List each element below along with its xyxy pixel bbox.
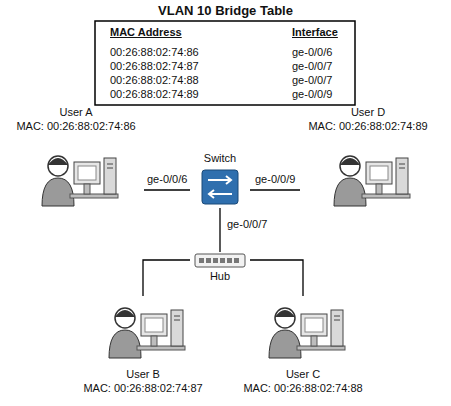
user-node: User CMAC: 00:26:88:02:74:88 — [235, 296, 371, 398]
network-link — [250, 260, 303, 296]
mac-address: MAC: 00:26:88:02:74:86 — [8, 120, 144, 133]
mac-address: MAC: 00:26:88:02:74:89 — [300, 120, 436, 133]
port-label: ge-0/0/6 — [146, 173, 188, 186]
node-name: User C — [235, 368, 371, 381]
table-cell: 00:26:88:02:74:86 — [110, 46, 199, 59]
mac-address: MAC: 00:26:88:02:74:88 — [235, 382, 371, 395]
hub-node: Hub — [190, 252, 250, 286]
switch-symbol — [202, 170, 238, 204]
user-workstation — [334, 156, 410, 206]
network-link — [143, 260, 190, 296]
node-name: Switch — [190, 152, 250, 165]
table-cell: ge-0/0/7 — [292, 60, 332, 73]
table-frame — [95, 21, 355, 105]
node-name: User D — [300, 106, 436, 119]
node-name: User B — [75, 368, 211, 381]
user-workstation — [269, 308, 345, 358]
table-cell: ge-0/0/7 — [292, 74, 332, 87]
table-cell: 00:26:88:02:74:89 — [110, 88, 199, 101]
switch-node: Switch — [190, 150, 250, 208]
table-header: MAC Address — [110, 26, 182, 39]
node-name: User A — [8, 106, 144, 119]
user-node: User DMAC: 00:26:88:02:74:89 — [300, 106, 436, 214]
network-link — [220, 208, 221, 252]
diagram-title: VLAN 10 Bridge Table — [0, 3, 451, 19]
table-header: Interface — [292, 26, 338, 39]
network-link — [144, 190, 190, 191]
node-name: Hub — [190, 270, 250, 283]
network-link — [250, 190, 300, 191]
table-cell: ge-0/0/6 — [292, 46, 332, 59]
table-cell: ge-0/0/9 — [292, 88, 332, 101]
user-node: User BMAC: 00:26:88:02:74:87 — [75, 296, 211, 398]
mac-address: MAC: 00:26:88:02:74:87 — [75, 382, 211, 395]
hub-symbol — [195, 254, 245, 267]
user-workstation — [109, 308, 185, 358]
table-cell: 00:26:88:02:74:88 — [110, 74, 199, 87]
port-label: ge-0/0/7 — [226, 218, 268, 231]
table-cell: 00:26:88:02:74:87 — [110, 60, 199, 73]
user-workstation — [42, 156, 118, 206]
user-node: User AMAC: 00:26:88:02:74:86 — [8, 106, 144, 214]
port-label: ge-0/0/9 — [254, 173, 296, 186]
